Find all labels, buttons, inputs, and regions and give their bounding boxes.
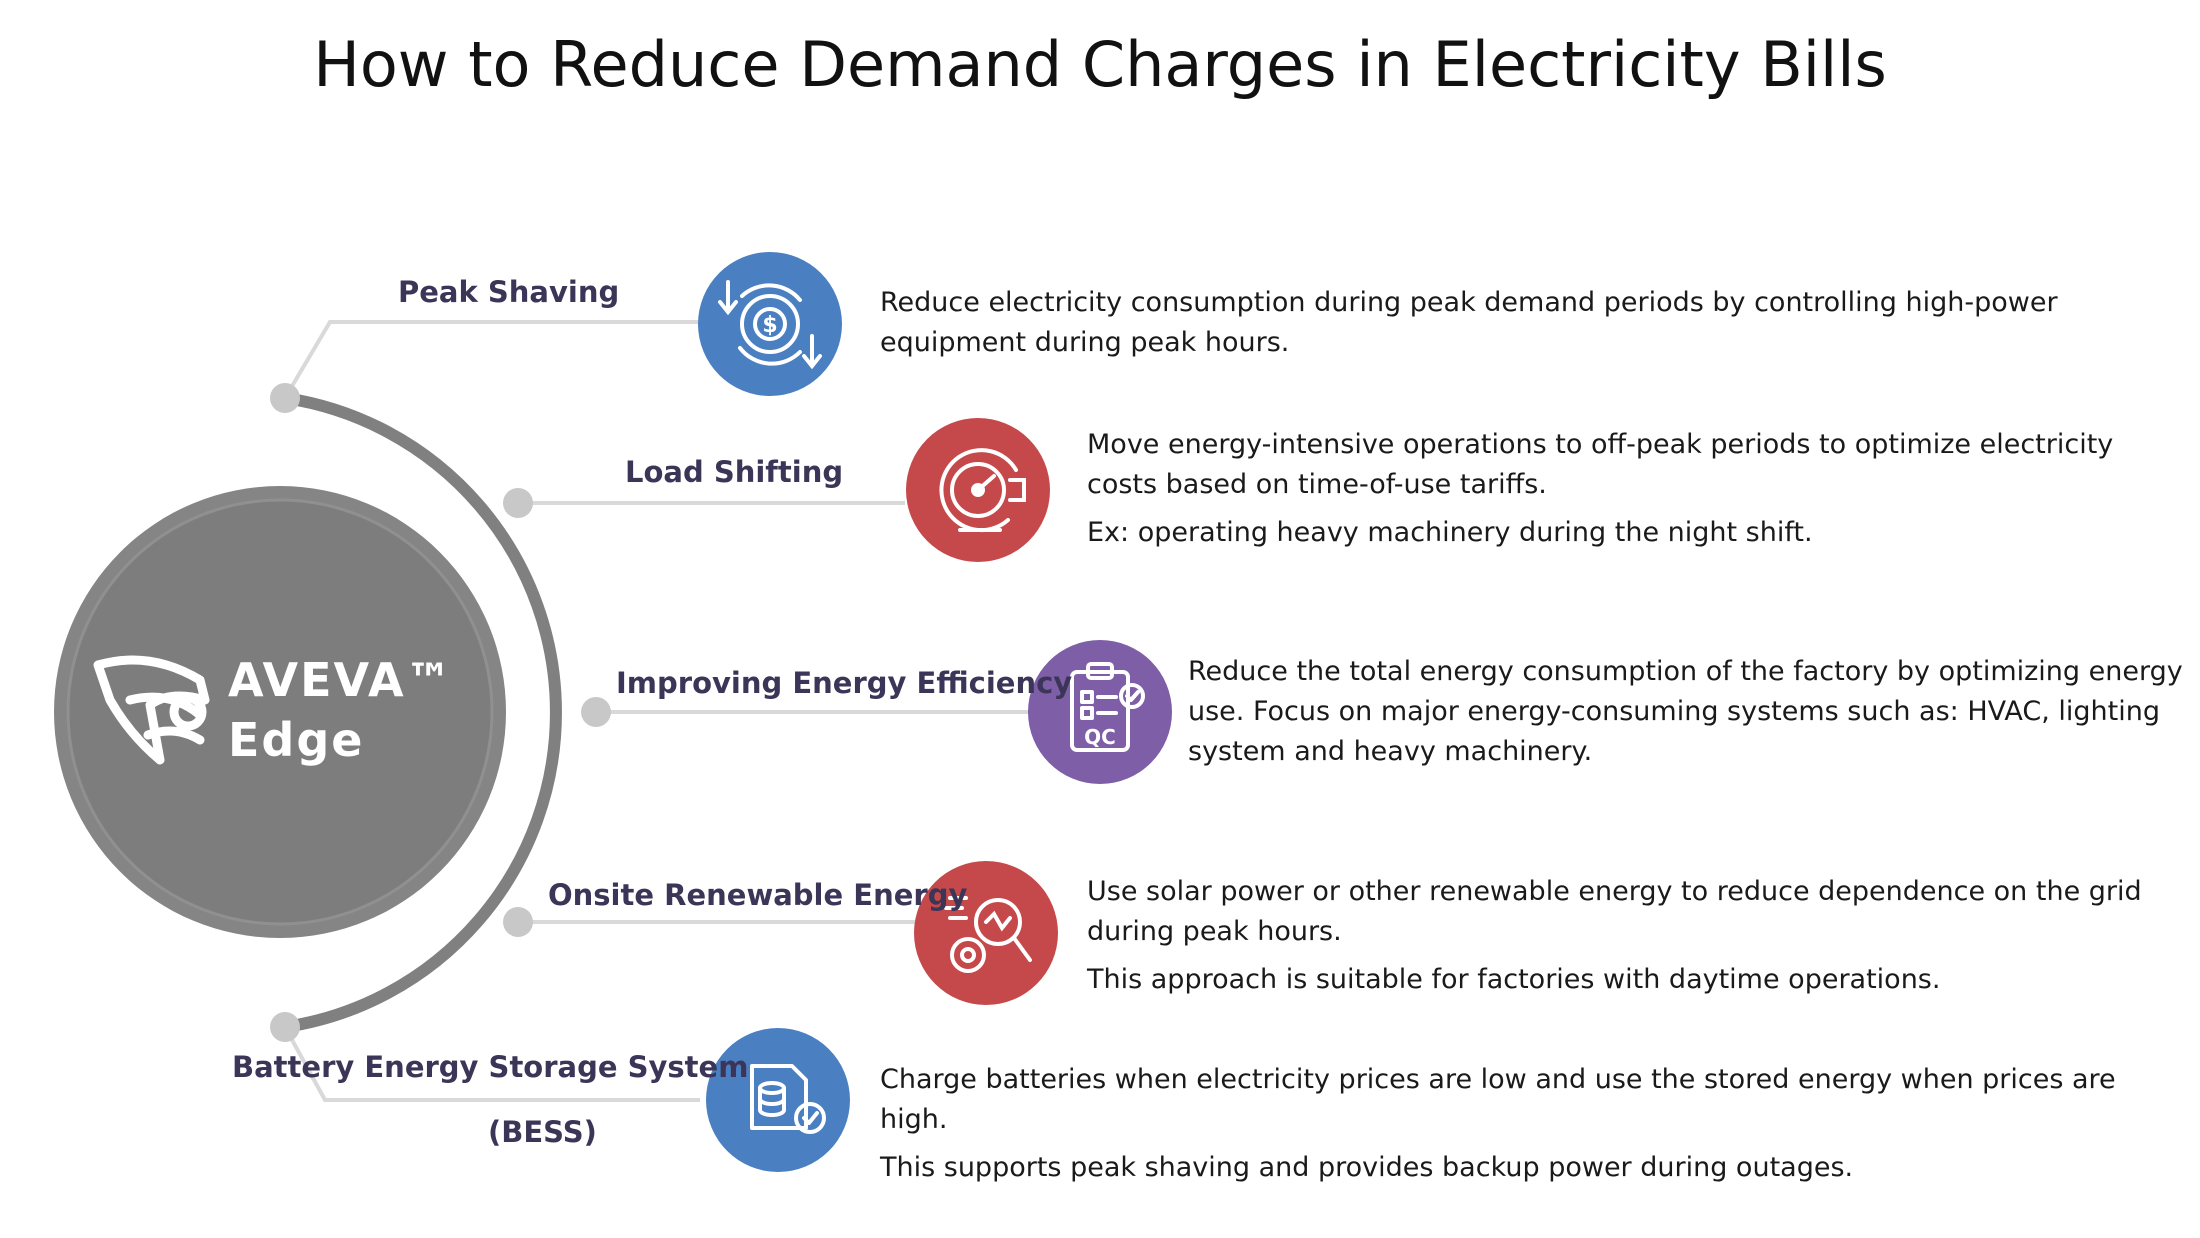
desc-bess: Charge batteries when electricity prices…	[880, 1060, 2190, 1188]
connector-bess	[283, 1026, 700, 1102]
icon-load-shifting	[906, 418, 1050, 562]
icon-energy-efficiency: QC	[1028, 640, 1172, 784]
node-load-shifting	[503, 488, 533, 518]
icon-bess	[706, 1028, 850, 1172]
connector-peak-shaving	[283, 320, 700, 400]
label-renewable: Onsite Renewable Energy	[548, 878, 968, 912]
node-bess	[270, 1012, 300, 1042]
desc-bess-extra: This supports peak shaving and provides …	[880, 1152, 1854, 1183]
desc-load-shifting-extra: Ex: operating heavy machinery during the…	[1087, 517, 1813, 548]
gear-magnifier-icon	[944, 896, 1032, 973]
aveva-logo-icon	[93, 655, 210, 765]
svg-text:$: $	[762, 313, 777, 338]
brand-name: AVEVA™ Edge	[228, 650, 454, 770]
label-load-shifting: Load Shifting	[625, 455, 844, 489]
label-energy-efficiency: Improving Energy Efficiency	[616, 666, 1073, 700]
desc-bess-text: Charge batteries when electricity prices…	[880, 1064, 2116, 1135]
hub-inner-disc	[66, 498, 494, 926]
label-peak-shaving: Peak Shaving	[398, 275, 620, 309]
connectors	[283, 320, 1030, 1102]
qc-clipboard-icon: QC	[1070, 662, 1145, 752]
desc-load-shifting-text: Move energy-intensive operations to off-…	[1087, 429, 2114, 500]
node-peak-shaving	[270, 383, 300, 413]
label-bess-acronym: (BESS)	[488, 1115, 597, 1149]
desc-renewable: Use solar power or other renewable energ…	[1087, 872, 2167, 1000]
desc-peak-shaving-text: Reduce electricity consumption during pe…	[880, 287, 2058, 358]
arc-nodes	[270, 383, 611, 1042]
desc-energy-efficiency-text: Reduce the total energy consumption of t…	[1188, 656, 2183, 767]
icon-peak-shaving: $	[698, 252, 842, 396]
desc-energy-efficiency: Reduce the total energy consumption of t…	[1188, 652, 2188, 772]
gauge-gear-icon	[939, 448, 1026, 533]
main-arc	[279, 392, 562, 1033]
desc-renewable-text: Use solar power or other renewable energ…	[1087, 876, 2142, 947]
node-renewable	[503, 907, 533, 937]
brand-line-2: Edge	[228, 713, 365, 767]
brand-line-1: AVEVA™	[228, 653, 454, 707]
desc-peak-shaving: Reduce electricity consumption during pe…	[880, 283, 2180, 363]
desc-renewable-extra: This approach is suitable for factories …	[1087, 964, 1941, 995]
icon-renewable	[914, 861, 1058, 1005]
svg-text:QC: QC	[1084, 725, 1116, 749]
page-title: How to Reduce Demand Charges in Electric…	[313, 28, 1887, 101]
label-bess: Battery Energy Storage System	[232, 1050, 749, 1084]
database-document-icon	[750, 1064, 826, 1134]
dollar-gear-icon: $	[718, 280, 822, 370]
desc-load-shifting: Move energy-intensive operations to off-…	[1087, 425, 2167, 553]
node-energy-efficiency	[581, 697, 611, 727]
